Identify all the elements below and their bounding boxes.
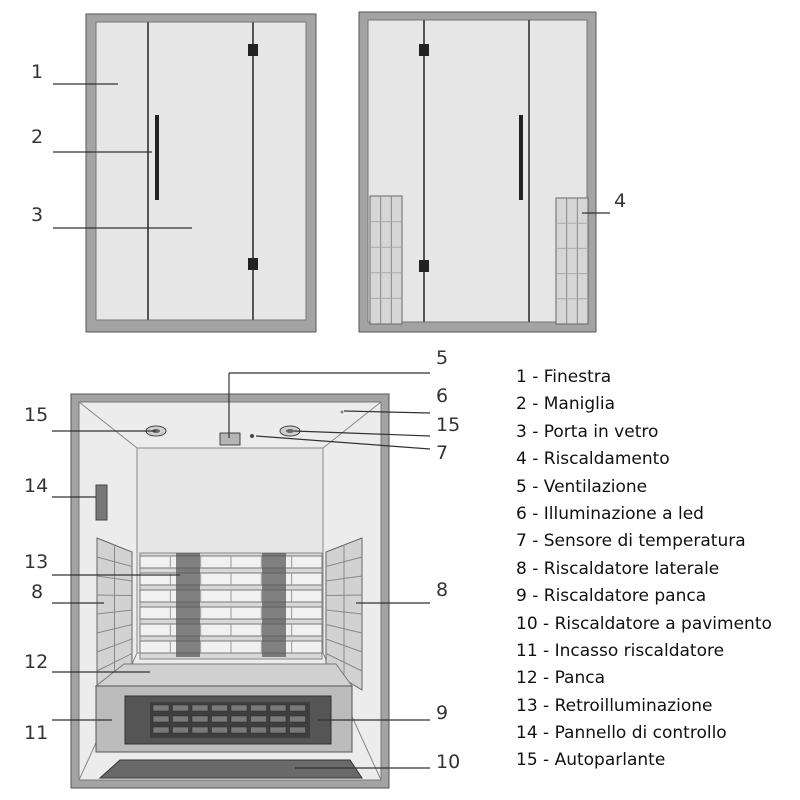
callout-14: 14 — [24, 475, 48, 497]
legend: 1 - Finestra 2 - Maniglia 3 - Porta in v… — [516, 364, 772, 775]
callout-1: 1 — [31, 61, 43, 83]
interior-view — [70, 393, 390, 789]
legend-item: 5 - Ventilazione — [516, 476, 648, 497]
door-hinge — [419, 44, 429, 56]
legend-item: 15 - Autoparlante — [516, 750, 666, 771]
side-heater — [325, 537, 363, 691]
door-hinge — [419, 260, 429, 272]
front-view — [85, 13, 317, 333]
heater-panel — [369, 195, 403, 325]
legend-item: 8 - Riscaldatore laterale — [516, 558, 720, 579]
legend-item: 7 - Sensore di temperatura — [516, 531, 746, 552]
backlight — [176, 553, 286, 657]
door-handle — [519, 115, 523, 200]
callout-9: 9 — [436, 702, 448, 724]
door-hinge — [248, 258, 258, 270]
legend-item: 4 - Riscaldamento — [516, 449, 670, 470]
back-view — [358, 11, 597, 333]
temperature-sensor — [250, 434, 254, 438]
bench-heater-grid — [152, 704, 306, 734]
legend-item: 13 - Retroilluminazione — [516, 695, 713, 716]
ventilation — [219, 432, 241, 446]
callout-10: 10 — [436, 751, 460, 773]
heater-panel — [555, 197, 589, 325]
callout-3: 3 — [31, 204, 43, 226]
legend-item: 6 - Illuminazione a led — [516, 503, 704, 524]
leader-lines — [52, 83, 610, 769]
side-heater — [96, 537, 133, 691]
legend-item: 10 - Riscaldatore a pavimento — [516, 613, 772, 634]
legend-item: 3 - Porta in vetro — [516, 421, 659, 442]
door-handle — [155, 115, 159, 200]
callout-11: 11 — [24, 722, 48, 744]
legend-item: 2 - Maniglia — [516, 394, 615, 415]
callout-2: 2 — [31, 126, 43, 148]
callout-4: 4 — [614, 190, 626, 212]
callout-8-right: 8 — [436, 579, 448, 601]
legend-item: 14 - Pannello di controllo — [516, 723, 727, 744]
callout-15-left: 15 — [24, 404, 48, 426]
door-hinge — [248, 44, 258, 56]
callout-8-left: 8 — [31, 581, 43, 603]
led-light — [340, 410, 344, 414]
callout-numbers: 1 2 3 4 15 14 13 8 12 11 5 6 15 7 8 9 10 — [24, 61, 626, 773]
bench — [94, 663, 353, 687]
legend-item: 9 - Riscaldatore panca — [516, 586, 707, 607]
legend-item: 1 - Finestra — [516, 367, 612, 387]
floor-heater — [98, 759, 363, 779]
legend-item: 12 - Panca — [516, 668, 606, 689]
control-panel — [95, 484, 108, 521]
callout-6: 6 — [436, 385, 448, 407]
speaker — [286, 429, 294, 433]
callout-5: 5 — [436, 347, 448, 369]
callout-15-right: 15 — [436, 414, 460, 436]
legend-item: 11 - Incasso riscaldatore — [516, 640, 725, 661]
callout-12: 12 — [24, 651, 48, 673]
callout-13: 13 — [24, 551, 48, 573]
callout-7: 7 — [436, 442, 448, 464]
